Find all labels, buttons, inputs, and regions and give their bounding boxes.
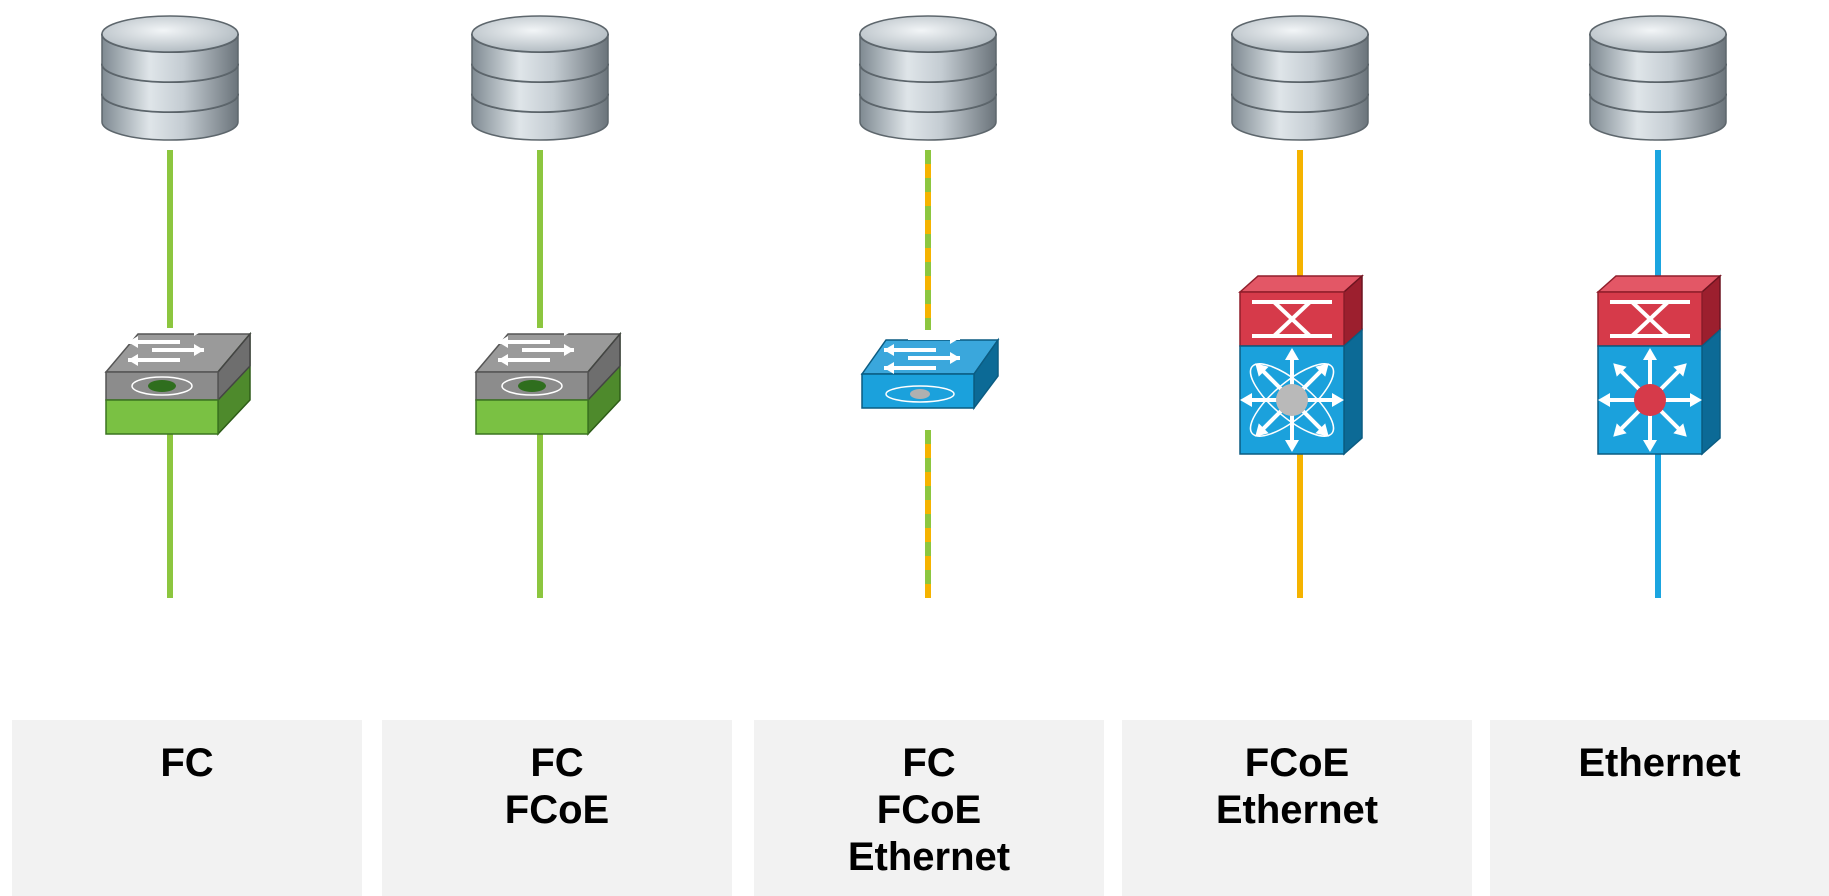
workgroup-switch-icon [860,332,1000,411]
protocol-label: Ethernet [1215,788,1379,832]
protocol-label: FCoE [1244,741,1350,785]
storage-array-icon [471,15,609,141]
protocol-label-box: Ethernet [1490,720,1829,896]
protocol-label-box: FC [12,720,362,896]
protocol-label: Ethernet [1578,741,1741,785]
nexus-switch-icon [1238,274,1364,456]
storage-array-icon [1589,15,1727,141]
protocol-label: Ethernet [847,835,1011,879]
protocol-label: FC [902,741,956,785]
protocol-label: FC [160,741,214,785]
protocol-label: FC [530,741,584,785]
storage-array-icon [859,15,997,141]
nexus-switch-icon [1596,274,1722,456]
storage-array-icon [101,15,239,141]
network-icons-canvas [101,15,1727,598]
protocol-label: FCoE [876,788,982,832]
storage-array-icon [1231,15,1369,141]
fc-switch-icon [104,324,252,436]
fc-switch-icon [474,324,622,436]
protocol-label: FCoE [504,788,610,832]
